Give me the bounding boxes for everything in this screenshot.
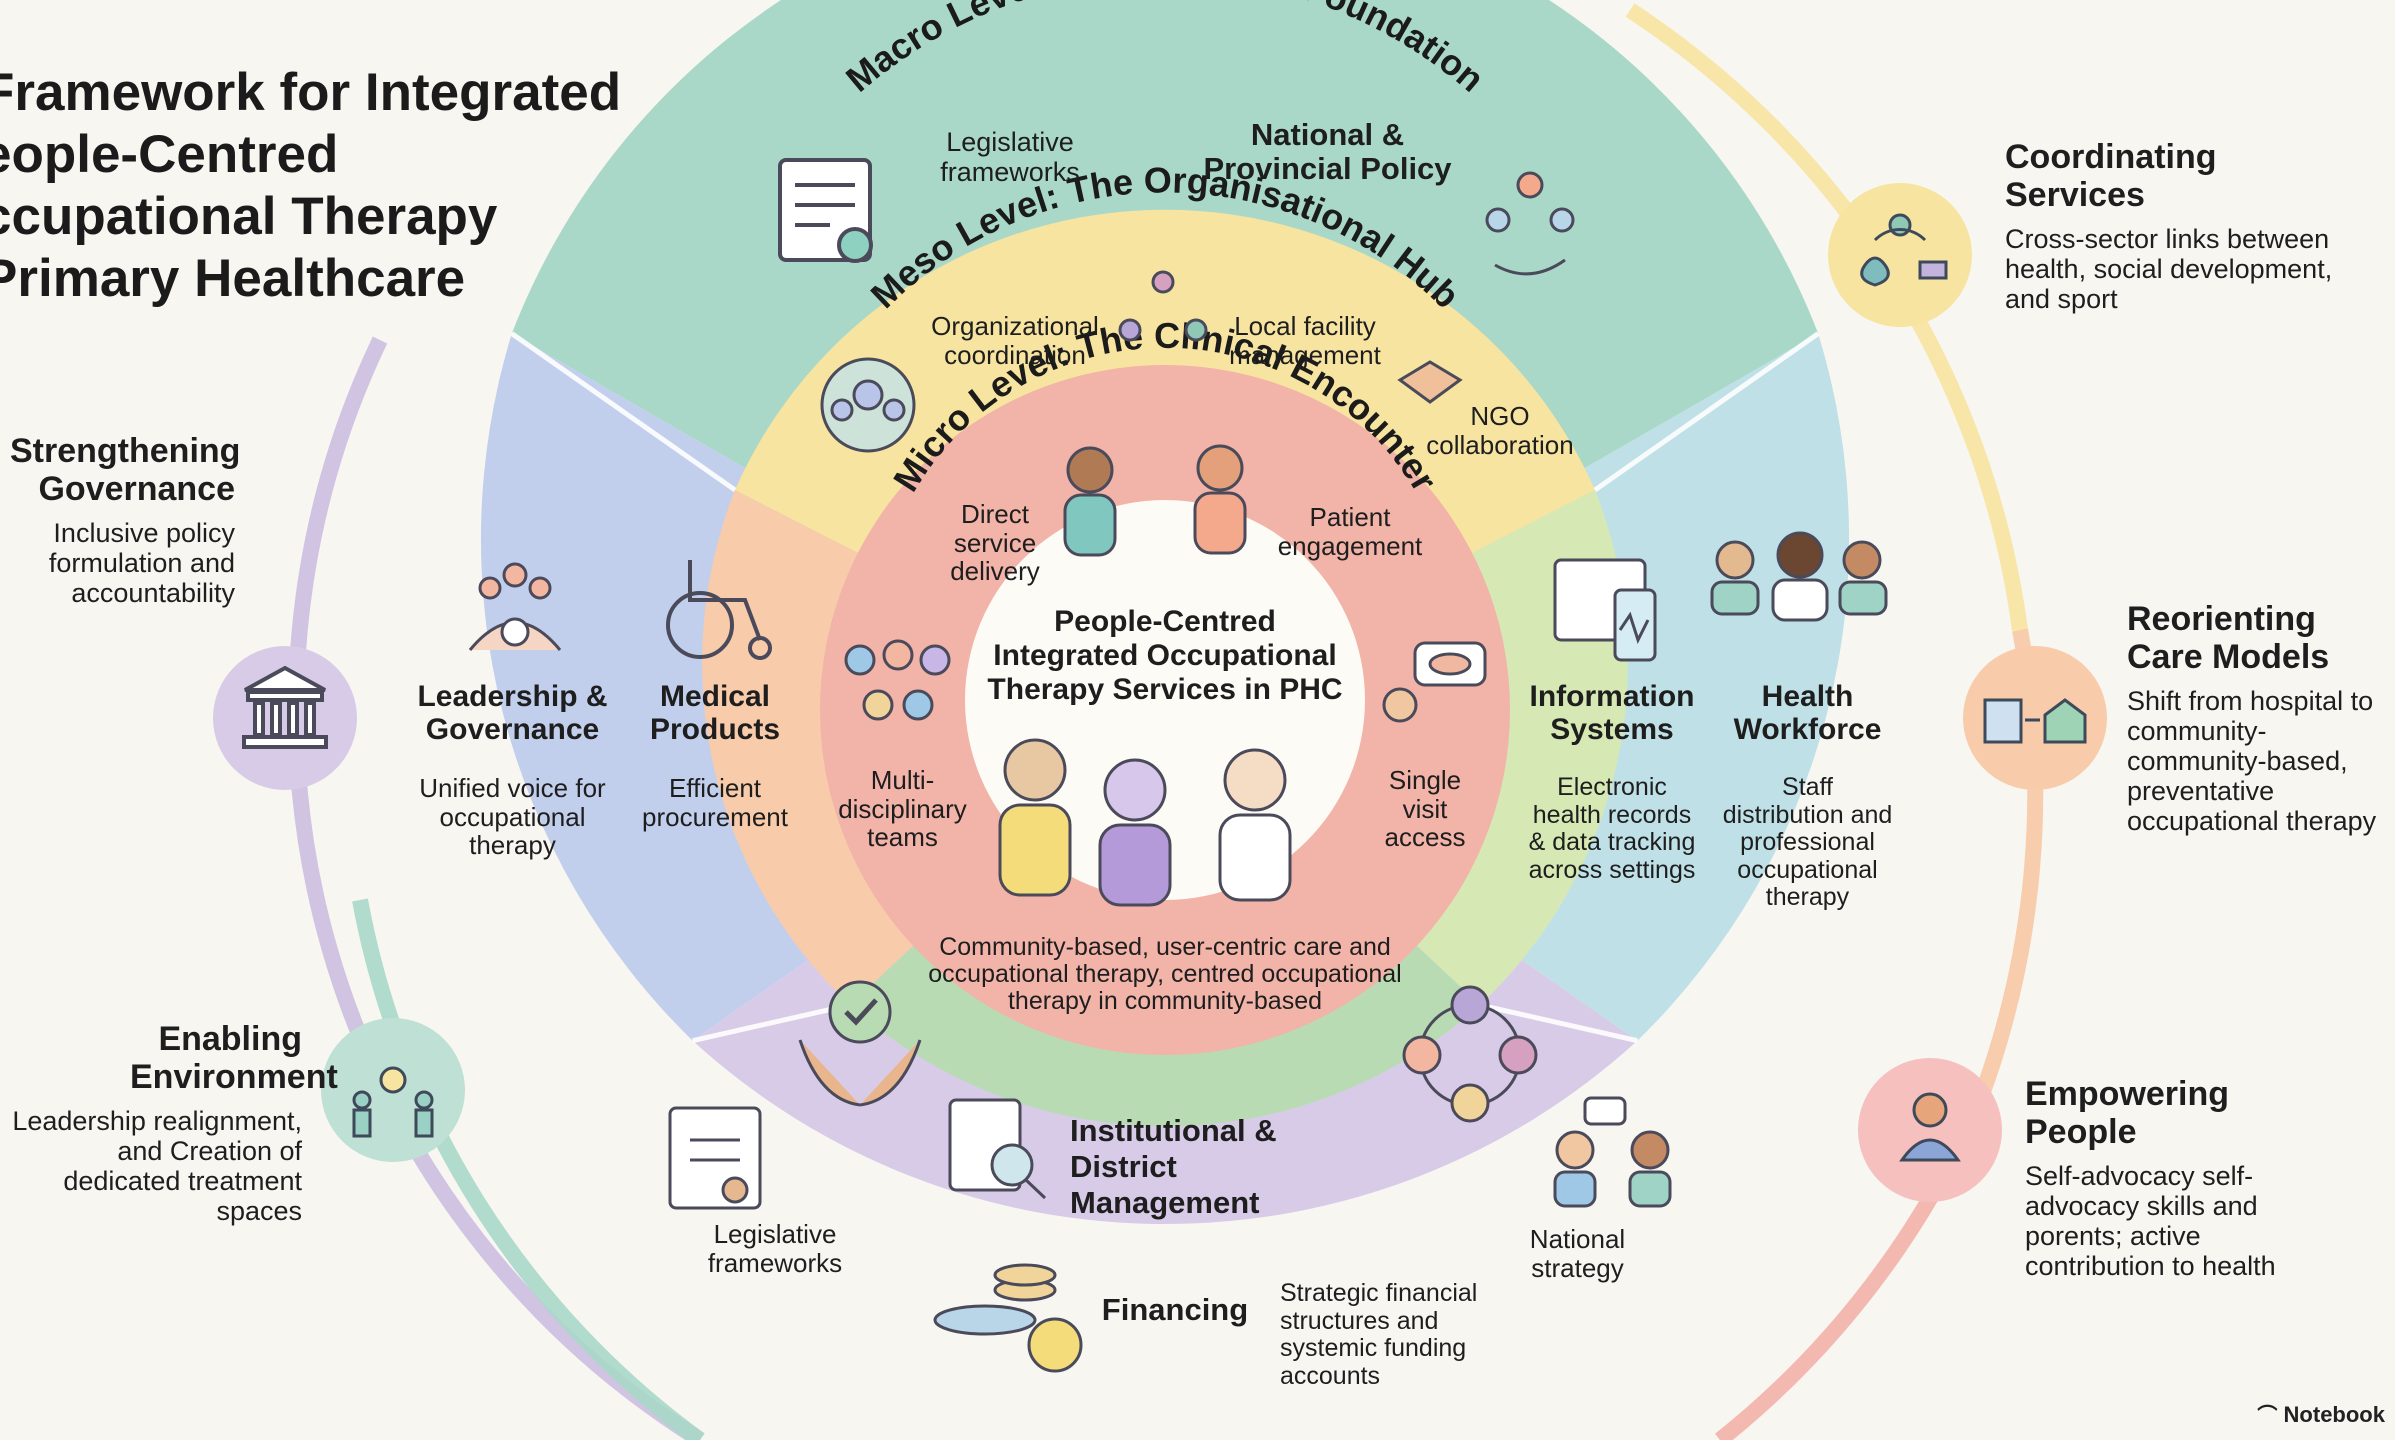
meso-org-coordination-label: Organizational coordination [931,311,1099,370]
center-title: People-Centred Integrated Occupational T… [987,605,1343,706]
handshake-network-icon [1860,213,1948,287]
title-line: ccupational Therapy [0,187,498,246]
segment-leadership: Leadership & Governance Unified voice fo… [410,680,615,860]
segment-information-systems: Information Systems Electronic health re… [1522,680,1702,884]
segment-desc: Unified voice for occupational therapy [419,773,606,861]
national-strategy-team-icon [1553,1096,1672,1208]
segment-title: Leadership & Governance [417,680,608,746]
side-desc: Cross-sector links between health, socia… [2005,224,2333,314]
segment-national-strategy: National strategy [1529,1224,1626,1283]
segment-desc: Electronic health records & data trackin… [1528,773,1696,884]
micro-patient-engagement-label: Patient engagement [1277,502,1423,561]
macro-national-policy-label: National & Provincial Policy [1203,117,1452,187]
title-line: eople-Centred [0,125,339,184]
segment-health-workforce: Health Workforce Staff distribution and … [1720,680,1895,912]
side-title: Reorienting Care Models [2127,600,2330,676]
magnifier-document-icon [948,1098,1047,1200]
segment-institutional: Institutional & District Management [1070,1113,1277,1220]
micro-direct-service-label: Direct service delivery [950,499,1040,587]
clinical-encounter-icon [1063,444,1247,557]
single-visit-eye-icon [1382,641,1487,723]
title-line: Framework for Integrated [0,63,622,122]
brand-text: Notebook [2283,1402,2385,1427]
reorienting-icon-circle [1963,646,2107,790]
brand-label: ⌒ Notebook [2257,1399,2385,1428]
governance-icon-circle [213,646,357,790]
side-coordinating-services: Coordinating Services Cross-sector links… [2005,138,2335,314]
side-enabling-environment: Enabling Environment Leadership realignm… [10,1020,338,1226]
health-workers-icon [1710,531,1888,622]
side-desc: Inclusive policy formulation and account… [48,518,235,608]
segment-financing-title: Financing [1101,1292,1249,1327]
outer-arc-left [287,336,705,1440]
handshake-icon [1397,360,1463,404]
building-columns-icon [242,665,328,749]
segment-financing-desc: Strategic financial structures and syste… [1280,1279,1478,1390]
side-title: Empowering People [2025,1075,2230,1151]
title-line: Primary Healthcare [0,249,466,308]
org-cycle-icon [1118,270,1208,342]
certificate-icon [668,1106,762,1210]
team-growth-icon [352,1066,434,1138]
side-desc: Leadership realignment, and Creation of … [12,1106,302,1226]
segment-desc: Staff distribution and professional occu… [1722,773,1893,911]
coins-icon [933,1263,1083,1373]
legislative-document-icon [778,158,873,263]
community-group-icon [820,357,916,453]
side-desc: Shift from hospital to community- commun… [2127,686,2377,836]
hospital-to-home-icon [1983,698,2087,744]
multidisciplinary-team-icon [844,639,951,721]
center-bottom-text: Community-based, user-centric care and o… [928,933,1402,1015]
side-desc: Self-advocacy self-advocacy skills and p… [2025,1161,2276,1281]
segment-desc: Efficient procurement [642,773,788,832]
segment-title: Medical Products [649,680,781,746]
person-icon [1899,1092,1961,1162]
side-title: Coordinating Services [2005,138,2217,214]
caring-hands-check-icon [798,980,922,1107]
meso-ngo-label: NGO collaboration [1426,401,1574,460]
side-empowering-people: Empowering People Self-advocacy self-adv… [2025,1075,2280,1281]
segment-medical-products: Medical Products Efficient procurement [640,680,790,831]
side-title: Strengthening Governance [10,432,241,508]
segment-title: Health Workforce [1733,680,1882,746]
policy-network-icon [1485,171,1575,276]
page-title: Framework for Integrated eople-Centred c… [0,62,702,310]
health-records-icon [1553,558,1657,662]
sector-dividers [510,331,1820,1044]
empowering-icon-circle [1858,1058,2002,1202]
macro-legislative-label: Legislative frameworks [940,127,1080,187]
side-title: Enabling Environment [130,1020,338,1096]
segment-title: Information Systems [1529,680,1695,746]
brand-icon: ⌒ [2257,1405,2278,1427]
care-team-icon [998,738,1292,907]
segment-legislative-bottom: Legislative frameworks [707,1219,843,1278]
micro-multidisciplinary-label: Multi- disciplinary teams [838,765,967,853]
side-strengthening-governance: Strengthening Governance Inclusive polic… [10,432,241,608]
side-reorienting-care: Reorienting Care Models Shift from hospi… [2127,600,2382,836]
outer-arc-left-bottom [352,898,705,1440]
meso-local-facility-label: Local facility management [1229,311,1381,370]
wheelchair-icon [666,560,772,660]
leadership-group-icon [468,562,562,651]
micro-single-visit-label: Single visit access [1384,765,1466,853]
network-cycle-icon [1402,985,1538,1123]
coordinating-icon-circle [1828,183,1972,327]
